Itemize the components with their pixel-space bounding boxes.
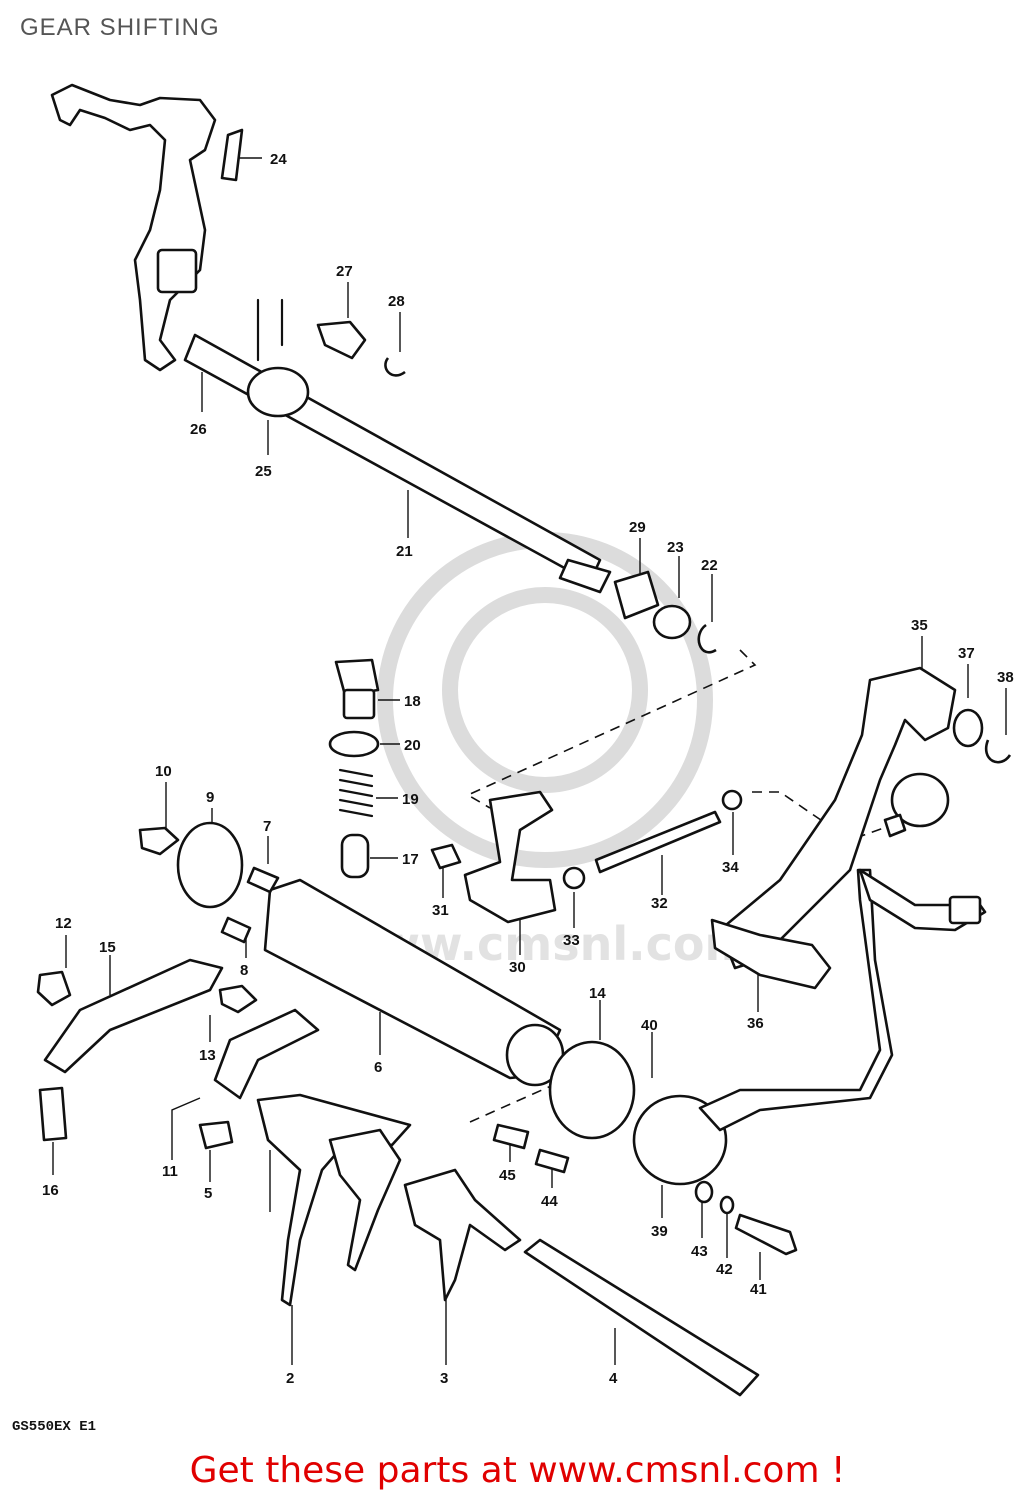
callout-25: 25 [255, 463, 272, 480]
callout-38: 38 [997, 669, 1014, 686]
callout-2: 2 [286, 1370, 294, 1387]
gearshift-shaft-assembly [50, 83, 612, 594]
dashed-guides [466, 649, 893, 1123]
callout-11: 11 [162, 1163, 178, 1180]
callout-13: 13 [199, 1047, 216, 1064]
callout-labels: 24 27 28 26 25 21 29 23 22 35 37 38 18 2… [42, 151, 1014, 1387]
callout-16: 16 [42, 1182, 59, 1199]
callout-42: 42 [716, 1261, 733, 1278]
callout-30: 30 [509, 959, 526, 976]
callout-34: 34 [722, 859, 739, 876]
callout-37: 37 [958, 645, 975, 662]
callout-27: 27 [336, 263, 353, 280]
model-code: GS550EX E1 [12, 1419, 96, 1435]
callout-32: 32 [651, 895, 668, 912]
cam-guide-and-plate [36, 958, 320, 1150]
callout-31: 31 [432, 902, 449, 919]
footer-cta[interactable]: Get these parts at www.cmsnl.com ! [189, 1450, 846, 1491]
gear-position-switch [492, 868, 987, 1256]
callout-18: 18 [404, 693, 421, 710]
stopper-bolt-spring [328, 658, 380, 879]
callout-6: 6 [374, 1059, 382, 1076]
callout-10: 10 [155, 763, 172, 780]
callout-33: 33 [563, 932, 580, 949]
callout-20: 20 [404, 737, 421, 754]
callout-8: 8 [240, 962, 248, 979]
callout-7: 7 [263, 818, 271, 835]
callout-21: 21 [396, 543, 413, 560]
callout-41: 41 [750, 1281, 767, 1298]
callout-26: 26 [190, 421, 207, 438]
gearshift-forks [256, 1093, 760, 1397]
callout-43: 43 [691, 1243, 708, 1260]
callout-36: 36 [747, 1015, 764, 1032]
leader-lines [52, 157, 1007, 1365]
callout-44: 44 [541, 1193, 558, 1210]
callout-5: 5 [204, 1185, 212, 1202]
gearshift-cam-drum [138, 821, 565, 1087]
gearshift-arm-and-pedal [430, 666, 1012, 990]
callout-40: 40 [641, 1017, 658, 1034]
shaft-end-parts [613, 570, 717, 654]
callout-12: 12 [55, 915, 72, 932]
callout-39: 39 [651, 1223, 668, 1240]
callout-4: 4 [609, 1370, 618, 1387]
callout-35: 35 [911, 617, 928, 634]
page-title: GEAR SHIFTING [20, 14, 220, 41]
callout-14: 14 [589, 985, 606, 1002]
callout-19: 19 [402, 791, 419, 808]
callout-23: 23 [667, 539, 684, 556]
callout-45: 45 [499, 1167, 516, 1184]
callout-24: 24 [270, 151, 287, 168]
callout-28: 28 [388, 293, 405, 310]
callout-22: 22 [701, 557, 718, 574]
callout-15: 15 [99, 939, 116, 956]
callout-3: 3 [440, 1370, 448, 1387]
callout-29: 29 [629, 519, 646, 536]
callout-9: 9 [206, 789, 214, 806]
callout-17: 17 [402, 851, 419, 868]
